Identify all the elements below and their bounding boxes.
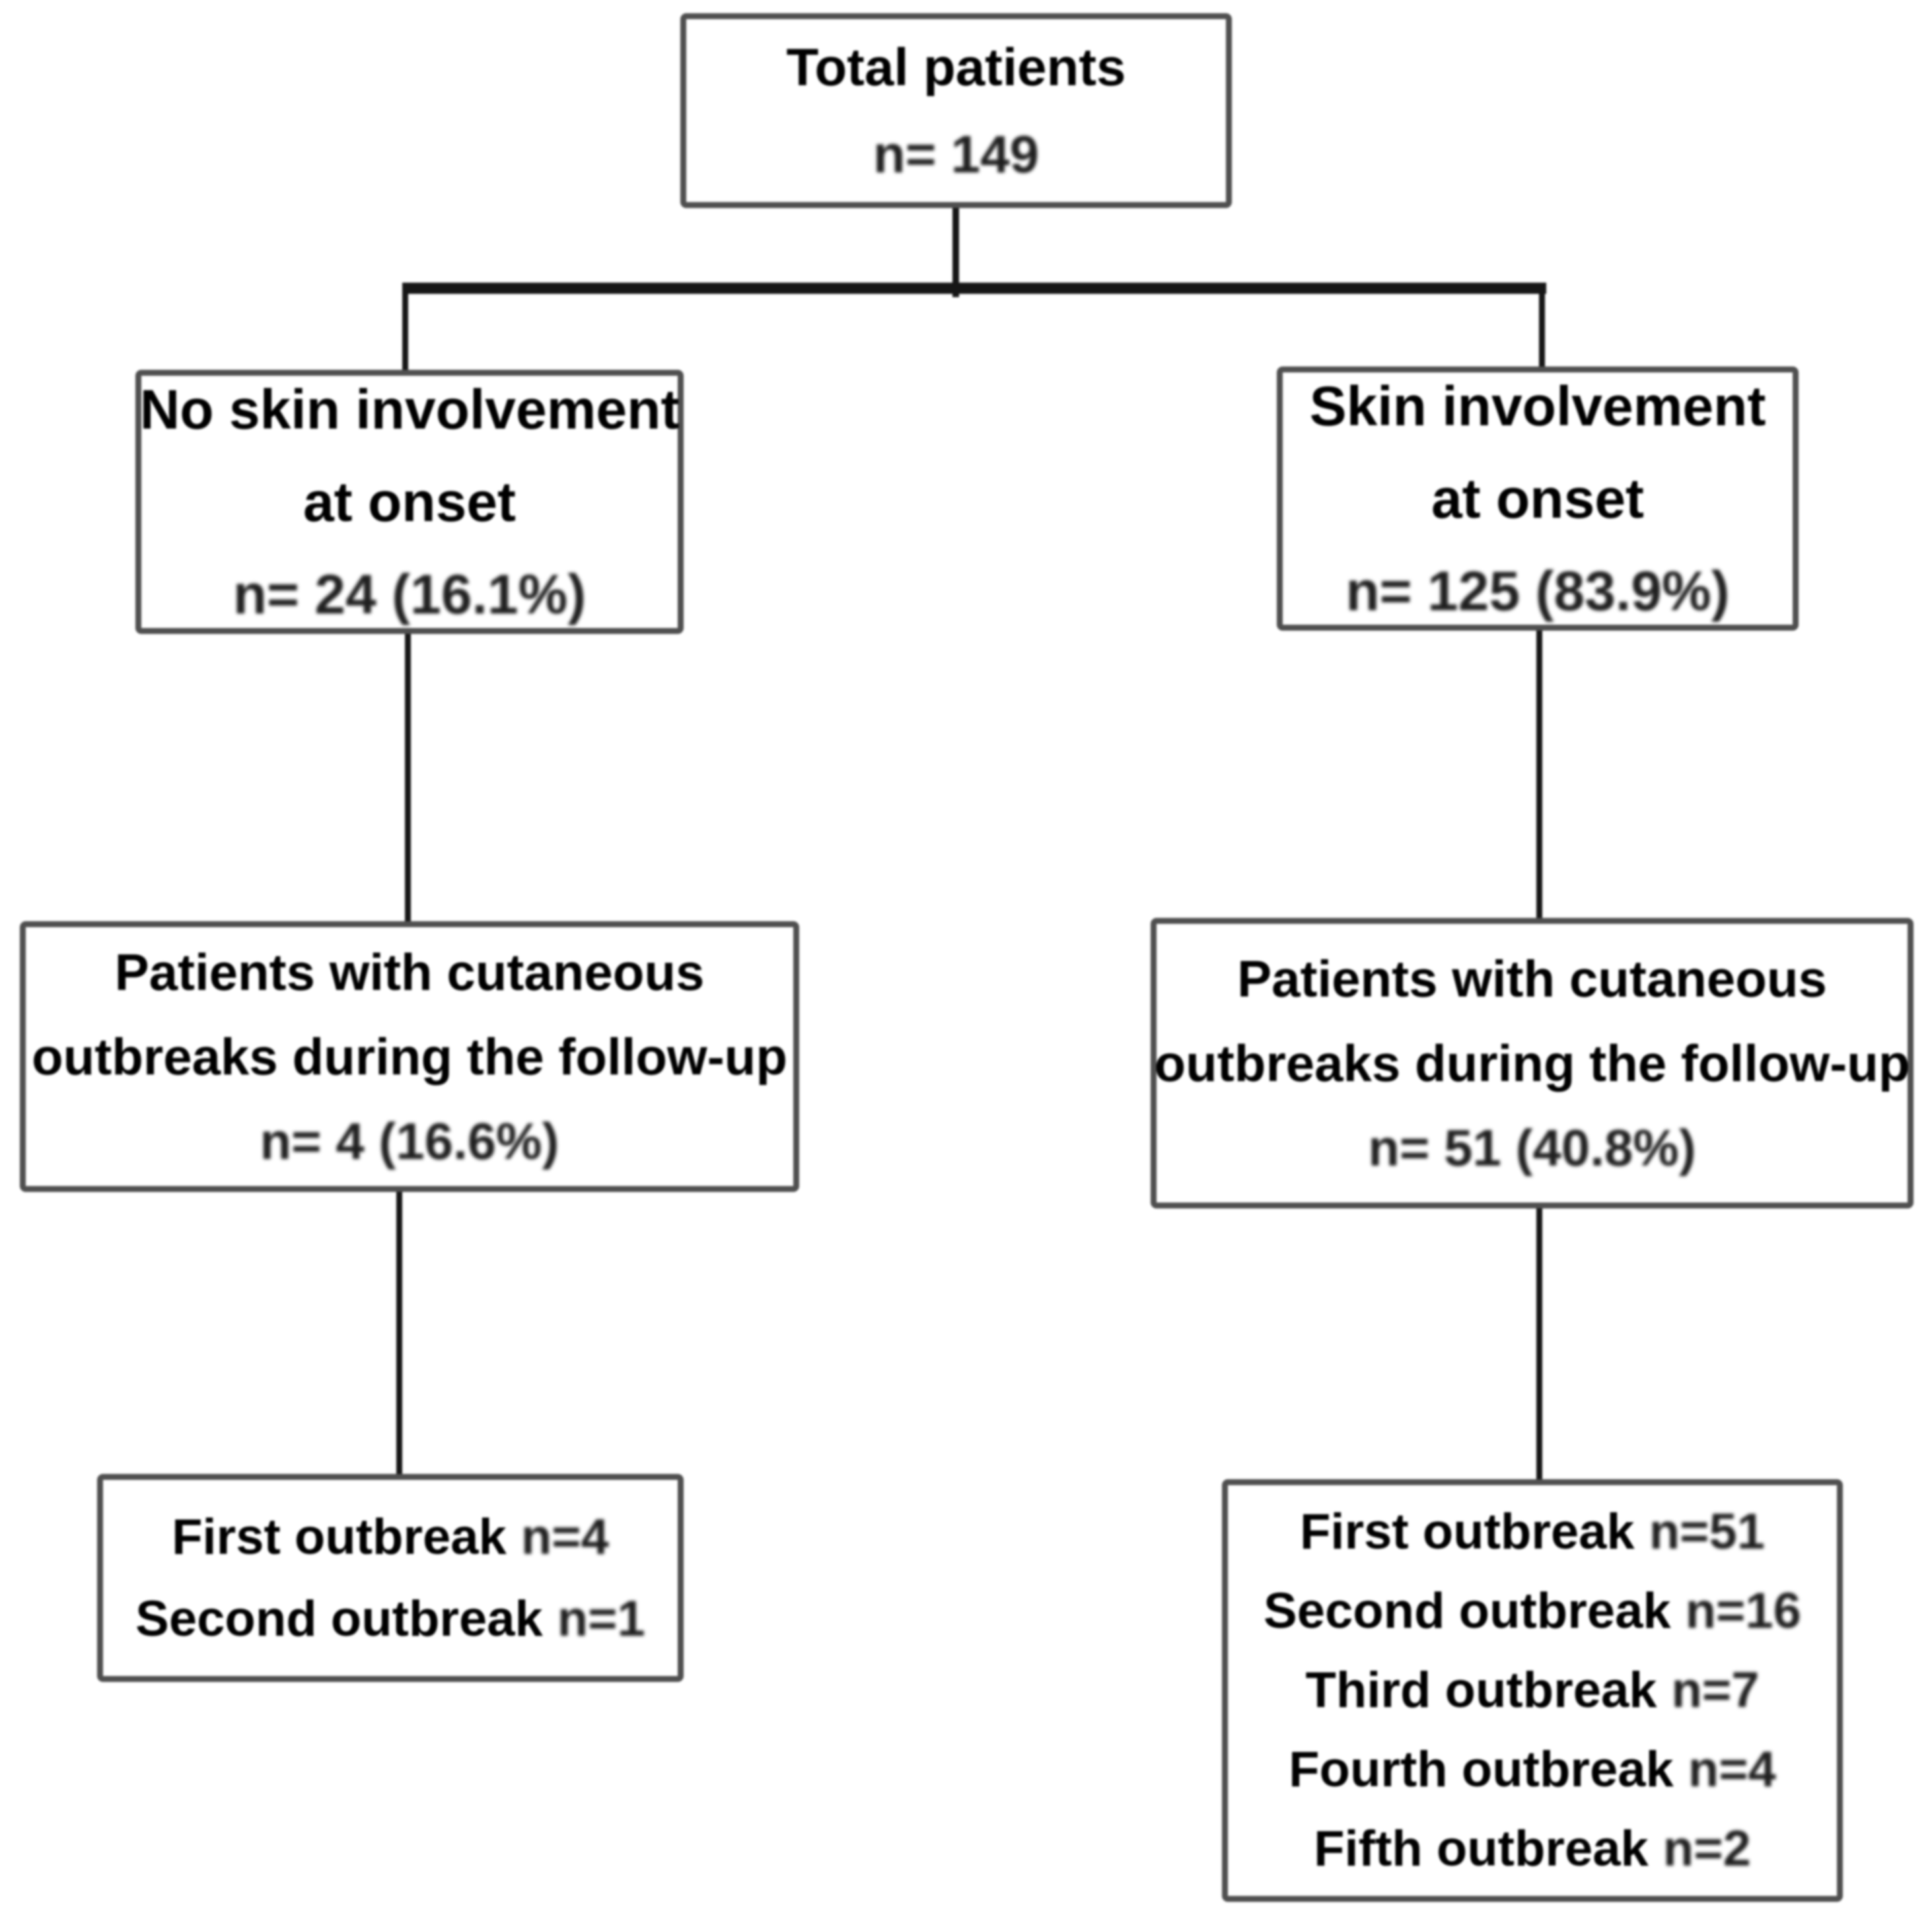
outbreak-value: n=2 <box>1663 1821 1751 1877</box>
connector-branch-left-vertical <box>402 288 408 377</box>
node-line1: No skin involvement <box>139 378 680 440</box>
outbreak-value: n=7 <box>1671 1662 1760 1718</box>
outbreak-label: First outbreak <box>1299 1504 1635 1560</box>
outbreak-label: Third outbreak <box>1305 1662 1657 1718</box>
connector-right-followup-to-outbreaks <box>1536 1202 1542 1486</box>
outbreak-label: Second outbreak <box>1264 1583 1671 1639</box>
node-stat: n= 149 <box>873 124 1040 184</box>
connector-branch-horizontal <box>402 283 1546 294</box>
node-total-patients: Total patients n= 149 <box>680 13 1232 208</box>
node-stat: n= 125 (83.9%) <box>1345 560 1730 622</box>
outbreak-label: Fourth outbreak <box>1289 1741 1674 1798</box>
node-stat: n= 24 (16.1%) <box>233 563 587 625</box>
node-line2: at onset <box>303 471 517 533</box>
node-title: Total patients <box>786 37 1126 96</box>
outbreak-value: n=4 <box>520 1508 609 1565</box>
node-no-skin-cutaneous-outbreaks-followup: Patients with cutaneous outbreaks during… <box>20 921 799 1192</box>
connector-total-to-branch <box>952 198 959 297</box>
outbreak-label: Fifth outbreak <box>1314 1821 1649 1877</box>
node-line2: at onset <box>1431 468 1645 530</box>
connector-right-onset-to-followup <box>1536 624 1542 925</box>
node-line1: Patients with cutaneous <box>1237 950 1827 1008</box>
connector-left-followup-to-outbreaks <box>396 1185 402 1479</box>
outbreak-value: n=1 <box>557 1590 645 1647</box>
outbreak-value: n=4 <box>1688 1741 1776 1798</box>
node-line1: Patients with cutaneous <box>114 943 705 1001</box>
connector-branch-right-vertical <box>1539 288 1545 374</box>
node-stat: n= 51 (40.8%) <box>1368 1119 1696 1177</box>
connector-left-onset-to-followup <box>405 627 411 928</box>
outbreak-label: Second outbreak <box>135 1590 543 1647</box>
node-skin-cutaneous-outbreaks-followup: Patients with cutaneous outbreaks during… <box>1151 918 1914 1208</box>
node-line1: Skin involvement <box>1309 375 1766 437</box>
node-skin-involvement-at-onset: Skin involvement at onset n= 125 (83.9%) <box>1277 367 1799 631</box>
node-line2: outbreaks during the follow-up <box>32 1028 787 1086</box>
outbreak-value: n=51 <box>1649 1504 1766 1560</box>
outbreak-value: n=16 <box>1685 1583 1801 1639</box>
node-stat: n= 4 (16.6%) <box>260 1112 559 1170</box>
outbreak-label: First outbreak <box>172 1508 507 1565</box>
node-line2: outbreaks during the follow-up <box>1154 1034 1910 1092</box>
node-no-skin-involvement-at-onset: No skin involvement at onset n= 24 (16.1… <box>135 370 684 634</box>
